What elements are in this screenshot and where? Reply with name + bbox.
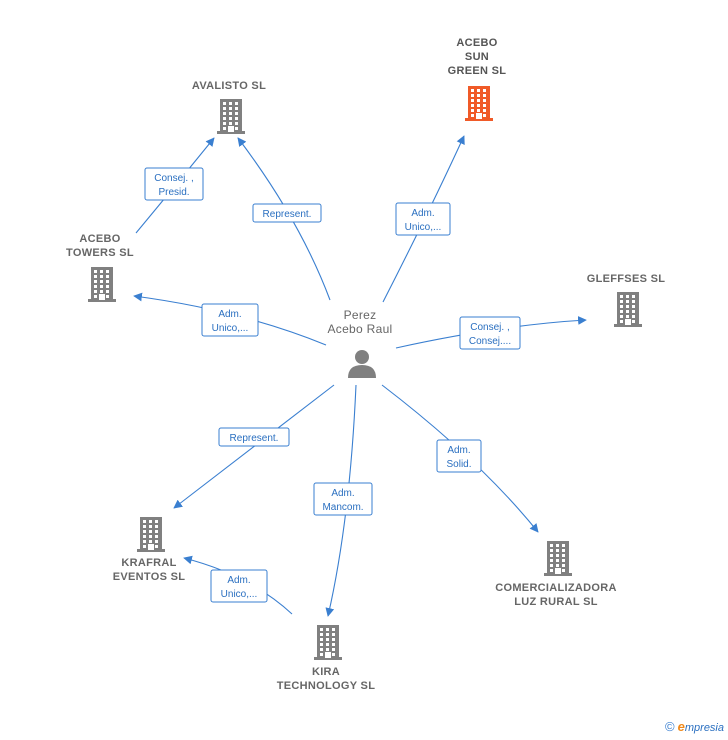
relation-label-text: Adm. [227, 575, 250, 586]
brand-name: mpresia [684, 722, 724, 734]
relation-label-text: Consej. , [470, 322, 509, 333]
company-name-line: AVALISTO SL [191, 80, 267, 92]
company-name-line: EVENTOS SL [112, 571, 186, 583]
building-icon[interactable] [87, 266, 117, 307]
building-icon[interactable] [216, 98, 246, 139]
relation-label-text: Adm. [411, 208, 434, 219]
relation-label-text: Adm. [447, 445, 470, 456]
relation-label-text: Represent. [263, 209, 312, 220]
company-name-line: LUZ RURAL SL [514, 596, 598, 608]
relation-label-text: Represent. [230, 433, 279, 444]
relation-label-kira-krafral[interactable]: Adm. Unico,... [210, 569, 268, 603]
copyright-symbol: © [664, 719, 675, 734]
company-name-avalisto[interactable]: AVALISTO SL [192, 79, 266, 93]
company-name-gleffses[interactable]: GLEFFSES SL [587, 272, 665, 286]
relation-label-towers-avalisto[interactable]: Consej. , Presid. [144, 167, 204, 201]
relation-label-text: Mancom. [322, 502, 363, 513]
person-icon[interactable] [346, 347, 378, 384]
company-name-krafral[interactable]: KRAFRAL EVENTOS SL [113, 556, 185, 584]
building-icon[interactable] [136, 516, 166, 557]
relation-label-text: Unico,... [221, 589, 258, 600]
company-name-line: GLEFFSES SL [586, 273, 666, 285]
building-icon[interactable] [543, 540, 573, 581]
relation-label-sun[interactable]: Adm. Unico,... [395, 202, 451, 236]
company-name-line: SUN [464, 51, 490, 63]
relation-label-text: Unico,... [405, 222, 442, 233]
company-name-acebo-sun-green[interactable]: ACEBO SUN GREEN SL [448, 36, 507, 78]
company-name-line: ACEBO [79, 233, 121, 245]
relation-label-text: Adm. [331, 488, 354, 499]
company-name-kira[interactable]: KIRA TECHNOLOGY SL [277, 665, 375, 693]
building-icon[interactable] [464, 85, 494, 126]
relation-label-text: Unico,... [212, 323, 249, 334]
building-icon[interactable] [313, 624, 343, 665]
building-icon[interactable] [613, 291, 643, 332]
company-name-line: TOWERS SL [66, 247, 134, 259]
company-name-line: ACEBO [456, 37, 498, 49]
company-name-acebo-towers[interactable]: ACEBO TOWERS SL [66, 232, 134, 260]
relation-label-text: Presid. [158, 187, 189, 198]
edge-krafral [173, 384, 335, 509]
company-name-line: GREEN SL [447, 65, 507, 77]
company-name-line: COMERCIALIZADORA [495, 582, 617, 594]
relation-label-text: Solid. [446, 459, 471, 470]
relation-label-comercializadora[interactable]: Adm. Solid. [436, 439, 482, 473]
empresia-watermark: © empresia [665, 719, 724, 734]
relation-label-text: Consej. , [154, 173, 193, 184]
relation-label-kira[interactable]: Adm. Mancom. [313, 482, 373, 516]
relation-label-text: Consej.... [469, 336, 511, 347]
person-name-line: Acebo Raul [327, 322, 393, 336]
company-name-line: KRAFRAL [121, 557, 177, 569]
brand-initial: e [677, 719, 685, 734]
relation-label-krafral[interactable]: Represent. [218, 427, 290, 447]
company-name-line: TECHNOLOGY SL [276, 680, 376, 692]
person-name-line: Perez [343, 308, 377, 322]
relation-label-avalisto[interactable]: Represent. [252, 203, 322, 223]
relation-label-gleffses[interactable]: Consej. , Consej.... [459, 316, 521, 350]
company-name-line: KIRA [311, 666, 341, 678]
relation-label-towers[interactable]: Adm. Unico,... [201, 303, 259, 337]
relation-label-text: Adm. [218, 309, 241, 320]
company-name-comercializadora[interactable]: COMERCIALIZADORA LUZ RURAL SL [495, 581, 617, 609]
